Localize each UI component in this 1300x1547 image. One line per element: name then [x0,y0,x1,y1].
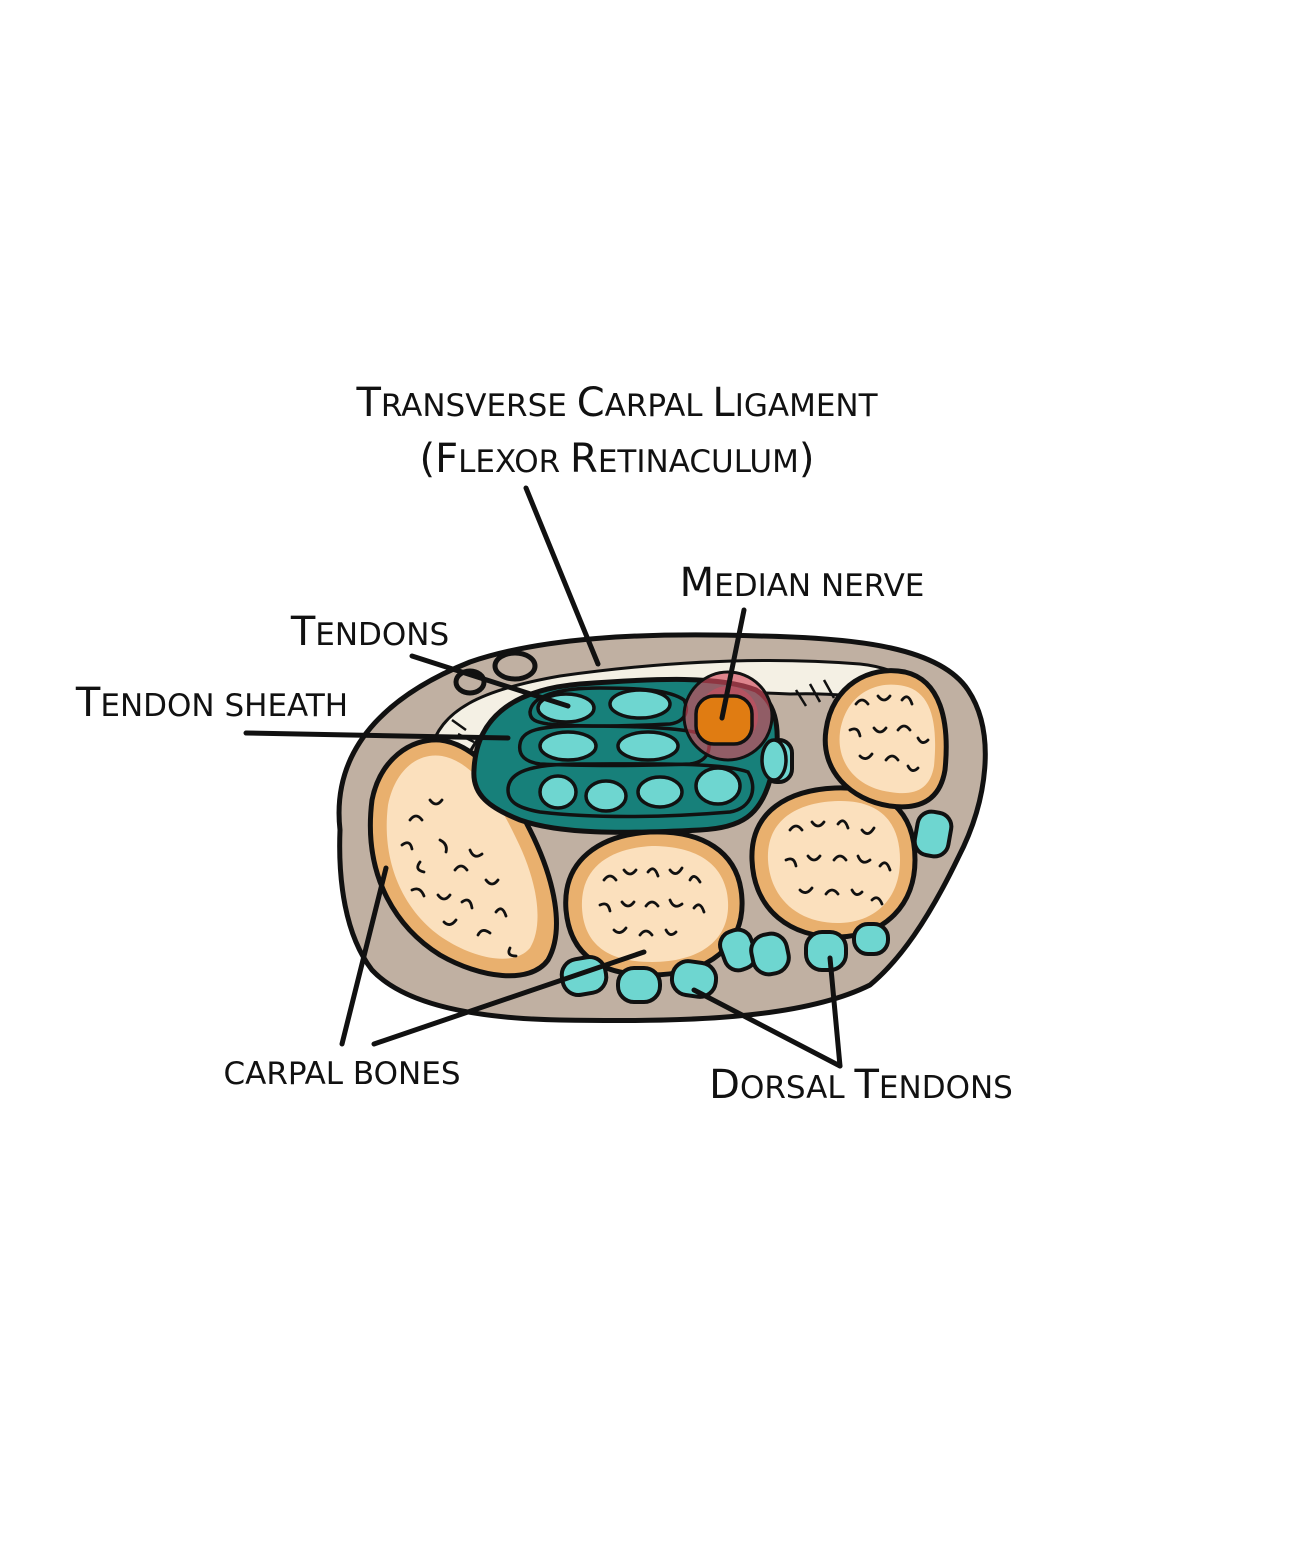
label-dorsal-tendons: DORSAL TENDONS [709,1062,1013,1108]
sheath-compartment-bottom [506,762,755,819]
leader-tendons [409,653,571,709]
bone-texture [400,694,930,958]
bone-bottom-right [749,785,918,940]
label-tendons: TENDONS [290,609,449,655]
leader-ligament [523,485,601,667]
median-nerve [682,670,774,762]
leader-tendon-sheath [243,730,511,741]
leader-dorsal-tendons-1 [691,987,843,1069]
leader-dorsal-tendons-2 [827,955,843,1069]
label-carpal-bones: CARPAL BONES [223,1056,460,1092]
label-tendon-sheath: TENDON SHEATH [75,680,348,726]
small-vessel-1 [492,650,538,682]
leader-carpal-bones-2 [371,949,647,1047]
label-median-nerve: MEDIAN NERVE [680,560,925,606]
leader-carpal-bones-1 [339,865,389,1047]
label-transverse-carpal-ligament: TRANSVERSE CARPAL LIGAMENT [355,380,878,426]
label-flexor-retinaculum: (FLEXOR RETINACULUM) [420,436,815,482]
leader-median-nerve [719,607,747,721]
flexor-tendons [536,688,788,813]
bone-top-right [822,668,949,810]
